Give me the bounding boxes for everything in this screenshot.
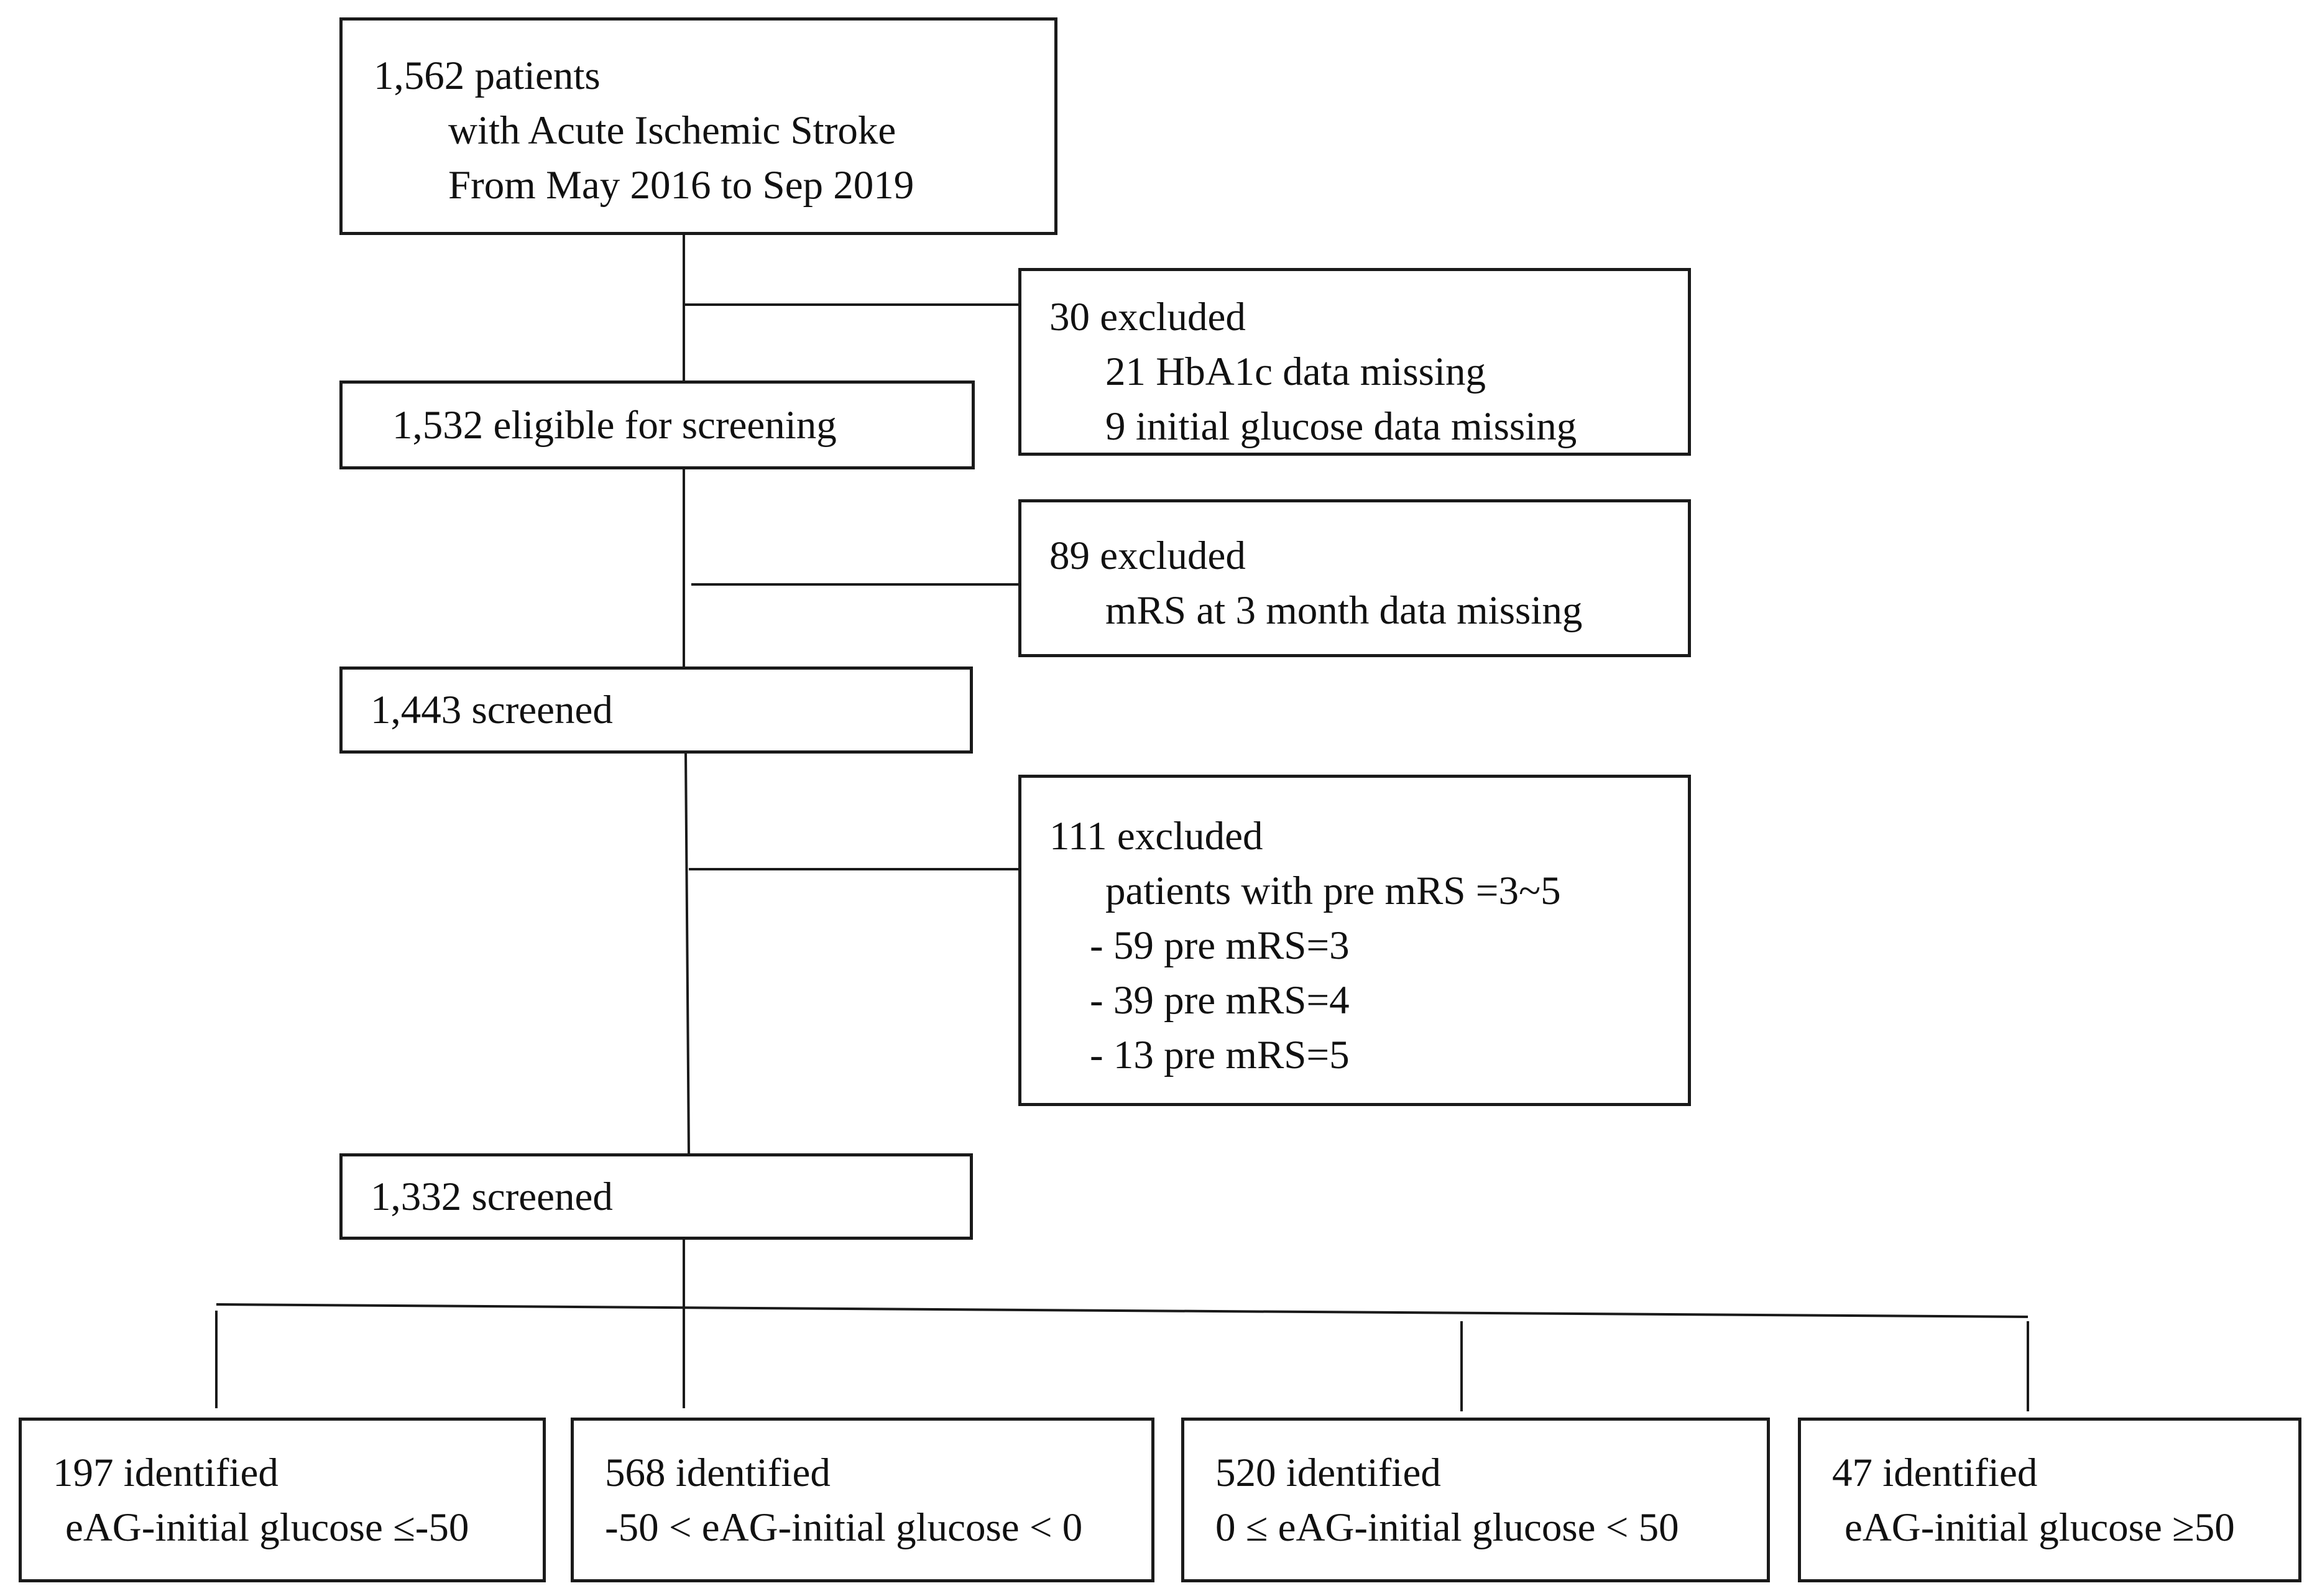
exclusion-3-sub-mrs3: - 59 pre mRS=3 [1090, 923, 1350, 968]
exclusion-1-reason-hba1c: 21 HbA1c data missing [1105, 349, 1486, 394]
group-2-criterion: -50 < eAG-initial glucose < 0 [605, 1505, 1083, 1550]
group-4-criterion: eAG-initial glucose ≥50 [1845, 1505, 2235, 1550]
screened-2-label: 1,332 screened [371, 1174, 613, 1219]
eligible-box: 1,532 eligible for screening [339, 381, 975, 469]
connector-split-bar [216, 1303, 2029, 1318]
exclusion-3-reason-pre-mrs: patients with pre mRS =3~5 [1105, 869, 1561, 913]
exclusion-3-sub-mrs4: - 39 pre mRS=4 [1090, 978, 1350, 1023]
screened-box-1: 1,443 screened [339, 667, 973, 754]
group-3-criterion: 0 ≤ eAG-initial glucose < 50 [1215, 1505, 1679, 1550]
exclusion-1-total: 30 excluded [1049, 295, 1246, 339]
initial-cohort-box: 1,562 patients with Acute Ischemic Strok… [339, 17, 1057, 235]
group-3-count: 520 identified [1215, 1451, 1441, 1495]
group-4-count: 47 identified [1832, 1451, 2038, 1495]
exclusion-3-total: 111 excluded [1049, 814, 1263, 859]
connector-main-3 [684, 753, 690, 1154]
group-box-4: 47 identified eAG-initial glucose ≥50 [1798, 1418, 2301, 1582]
initial-cohort-condition: with Acute Ischemic Stroke [448, 108, 896, 153]
group-box-2: 568 identified -50 < eAG-initial glucose… [571, 1418, 1154, 1582]
exclusion-2-reason-mrs: mRS at 3 month data missing [1105, 588, 1583, 633]
exclusion-2-total: 89 excluded [1049, 533, 1246, 578]
eligible-label: 1,532 eligible for screening [392, 402, 837, 448]
exclusion-box-1: 30 excluded 21 HbA1c data missing 9 init… [1018, 268, 1691, 456]
initial-cohort-count: 1,562 patients [374, 53, 601, 98]
initial-cohort-period: From May 2016 to Sep 2019 [448, 163, 914, 208]
group-box-1: 197 identified eAG-initial glucose ≤-50 [19, 1418, 546, 1582]
screened-box-2: 1,332 screened [339, 1153, 973, 1240]
exclusion-box-2: 89 excluded mRS at 3 month data missing [1018, 499, 1691, 657]
group-1-criterion: eAG-initial glucose ≤-50 [65, 1505, 469, 1550]
group-box-3: 520 identified 0 ≤ eAG-initial glucose <… [1181, 1418, 1770, 1582]
exclusion-box-3: 111 excluded patients with pre mRS =3~5 … [1018, 775, 1691, 1106]
group-1-count: 197 identified [53, 1451, 279, 1495]
group-2-count: 568 identified [605, 1451, 831, 1495]
exclusion-3-sub-mrs5: - 13 pre mRS=5 [1090, 1033, 1350, 1077]
screened-1-label: 1,443 screened [371, 688, 613, 732]
exclusion-1-reason-glucose: 9 initial glucose data missing [1105, 404, 1577, 449]
